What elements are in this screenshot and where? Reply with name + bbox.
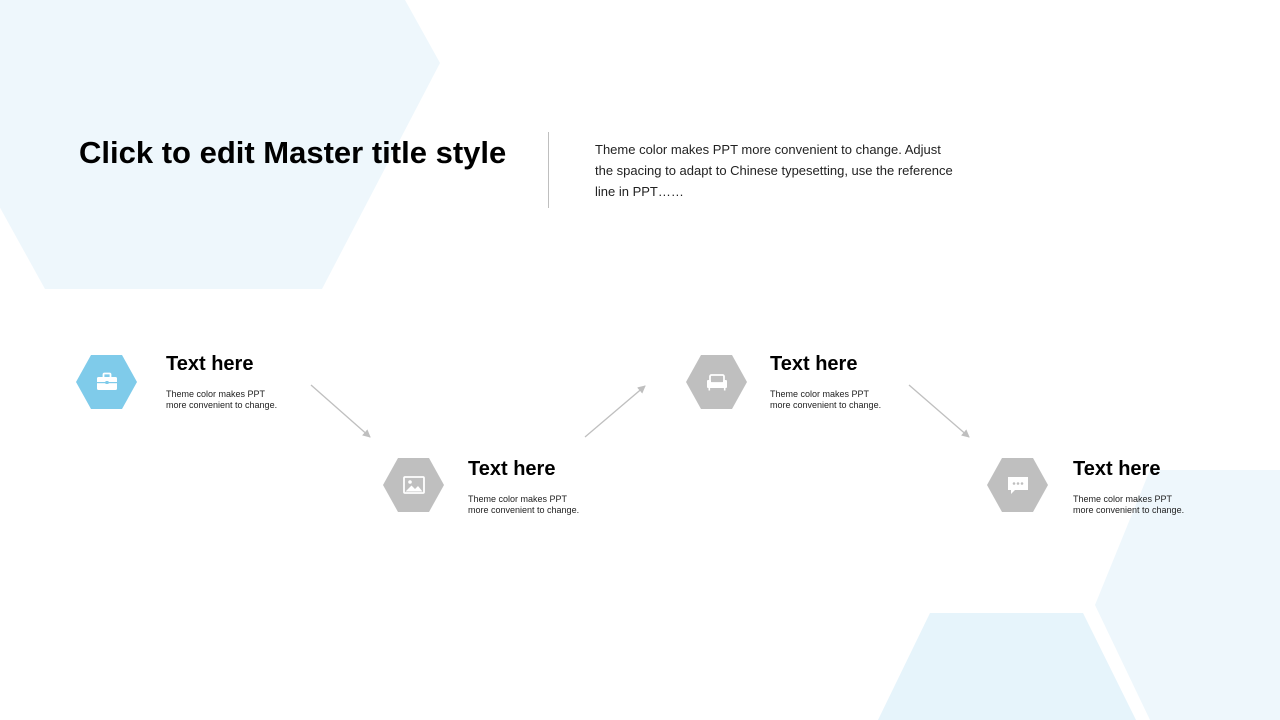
chat-bubble-icon xyxy=(1007,477,1028,494)
step-3-hexagon[interactable] xyxy=(686,355,747,409)
intro-text[interactable]: Theme color makes PPT more convenient to… xyxy=(595,142,953,199)
bg-hexagon-top-left xyxy=(0,0,440,289)
step-4-desc-line-2: more convenient to change. xyxy=(1073,505,1185,515)
title-divider xyxy=(548,132,549,208)
step-3-description[interactable]: Theme color makes PPT more convenient to… xyxy=(770,389,920,411)
bg-hexagon-bottom-right xyxy=(1095,470,1280,720)
step-1-hexagon[interactable] xyxy=(76,355,137,409)
sofa-icon xyxy=(706,374,727,391)
step-4-description[interactable]: Theme color makes PPT more convenient to… xyxy=(1073,494,1223,516)
step-4-title[interactable]: Text here xyxy=(1073,458,1161,480)
arrow-step3-to-step4 xyxy=(908,384,970,438)
step-1-description[interactable]: Theme color makes PPT more convenient to… xyxy=(166,389,316,411)
bg-hexagon-bottom-center xyxy=(878,613,1136,720)
briefcase-icon xyxy=(96,372,117,390)
image-icon xyxy=(402,476,425,494)
step-3-title[interactable]: Text here xyxy=(770,353,858,375)
step-1-desc-line-2: more convenient to change. xyxy=(166,400,278,410)
step-1-title[interactable]: Text here xyxy=(166,353,254,375)
arrow-step1-to-step2 xyxy=(310,384,371,438)
step-2-desc-line-1: Theme color makes PPT xyxy=(468,494,568,504)
step-2-desc-line-2: more convenient to change. xyxy=(468,505,580,515)
step-1-desc-line-1: Theme color makes PPT xyxy=(166,389,266,399)
arrow-step2-to-step3 xyxy=(584,385,646,438)
slide-title[interactable]: Click to edit Master title style xyxy=(79,135,507,170)
step-2-description[interactable]: Theme color makes PPT more convenient to… xyxy=(468,494,618,516)
step-2-hexagon[interactable] xyxy=(383,458,444,512)
step-2-title[interactable]: Text here xyxy=(468,458,556,480)
step-3-desc-line-2: more convenient to change. xyxy=(770,400,882,410)
step-4-desc-line-1: Theme color makes PPT xyxy=(1073,494,1173,504)
step-4-hexagon[interactable] xyxy=(987,458,1048,512)
step-3-desc-line-1: Theme color makes PPT xyxy=(770,389,870,399)
